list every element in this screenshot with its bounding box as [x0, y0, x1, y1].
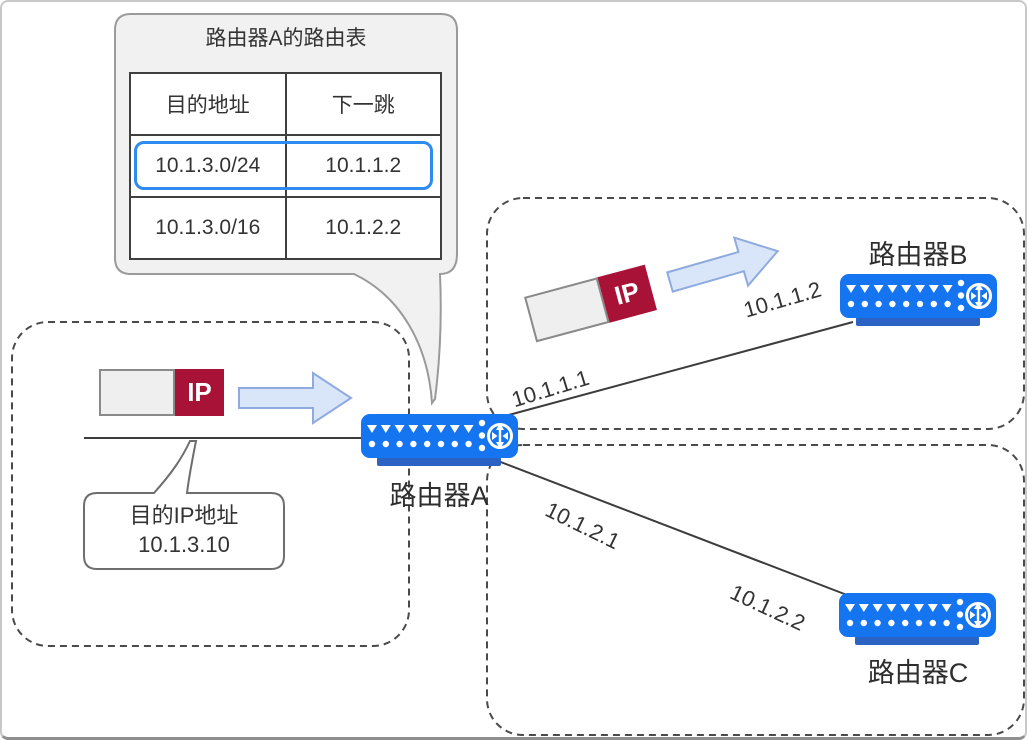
- router-a-label: 路由器A: [389, 481, 489, 511]
- dest-ip-callout-line2: 10.1.3.10: [138, 532, 230, 557]
- router-b-icon: [839, 273, 999, 329]
- dest-ip-callout-bubble: [83, 440, 285, 570]
- router-c-icon: [838, 592, 998, 648]
- dest-ip-callout-text: 目的IP地址 10.1.3.10: [84, 501, 284, 559]
- router-a-icon: [360, 413, 520, 469]
- routing-table-header-destination: 目的地址: [131, 74, 285, 134]
- routing-table-header-next-hop: 下一跳: [286, 74, 440, 134]
- routing-table-title: 路由器A的路由表: [205, 27, 367, 50]
- routing-table: 目的地址 下一跳 10.1.3.0/24 10.1.1.2 10.1.3.0/1…: [129, 72, 442, 260]
- routing-table-row1-destination: 10.1.3.0/24: [131, 136, 285, 196]
- region-router-b-network: [486, 197, 1025, 430]
- router-b-label: 路由器B: [868, 240, 968, 270]
- packet-ip-label: IP: [175, 369, 224, 416]
- routing-table-row1-next-hop: 10.1.1.2: [286, 136, 440, 196]
- routing-table-row2-next-hop: 10.1.2.2: [286, 198, 440, 258]
- router-c-label: 路由器C: [867, 658, 969, 688]
- routing-table-row2-destination: 10.1.3.0/16: [131, 198, 285, 258]
- link-a-to-c: [497, 460, 848, 596]
- region-router-c-network: [486, 444, 1025, 736]
- ip-packet-icon-left: IP: [99, 369, 224, 416]
- packet-header-box: [99, 369, 175, 416]
- region-left-network: [11, 321, 410, 647]
- link-a-to-b: [504, 321, 854, 417]
- forward-arrow-icon-left: [238, 371, 353, 425]
- forward-arrow-icon-right: [666, 236, 780, 293]
- dest-ip-callout-line1: 目的IP地址: [129, 503, 239, 528]
